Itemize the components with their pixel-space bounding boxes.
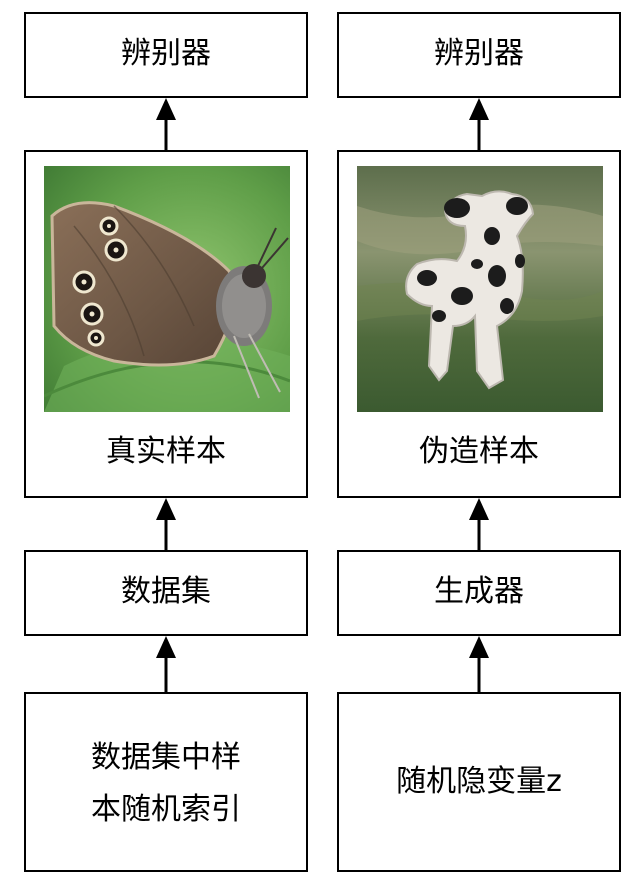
random-index-box: 数据集中样 本随机索引 [24, 692, 308, 872]
arrow-real-sample-to-discriminator [154, 98, 178, 150]
dataset-label: 数据集 [121, 574, 211, 609]
discriminator-box-real: 辨别器 [24, 12, 308, 98]
arrow-dataset-to-real-sample [154, 498, 178, 550]
discriminator-box-fake: 辨别器 [337, 12, 621, 98]
generator-label: 生成器 [434, 574, 524, 609]
real-sample-label: 真实样本 [106, 434, 226, 469]
fake-sample-label: 伪造样本 [419, 434, 539, 469]
discriminator-label-fake: 辨别器 [434, 36, 524, 71]
fake-sample-box: 伪造样本 [337, 150, 621, 498]
random-index-label-line-2: 本随机索引 [91, 792, 241, 827]
generator-box: 生成器 [337, 550, 621, 636]
latent-variable-box: 随机隐变量z [337, 692, 621, 872]
discriminator-label-real: 辨别器 [121, 36, 211, 71]
real-sample-box: 真实样本 [24, 150, 308, 498]
generated-dog-photo [357, 166, 603, 412]
random-index-label-line-1: 数据集中样 [91, 740, 241, 775]
arrow-fake-sample-to-discriminator [467, 98, 491, 150]
arrow-index-to-dataset [154, 636, 178, 692]
butterfly-photo [44, 166, 290, 412]
arrow-latent-to-generator [467, 636, 491, 692]
latent-variable-label: 随机隐变量z [396, 764, 562, 799]
dataset-box: 数据集 [24, 550, 308, 636]
arrow-generator-to-fake-sample [467, 498, 491, 550]
